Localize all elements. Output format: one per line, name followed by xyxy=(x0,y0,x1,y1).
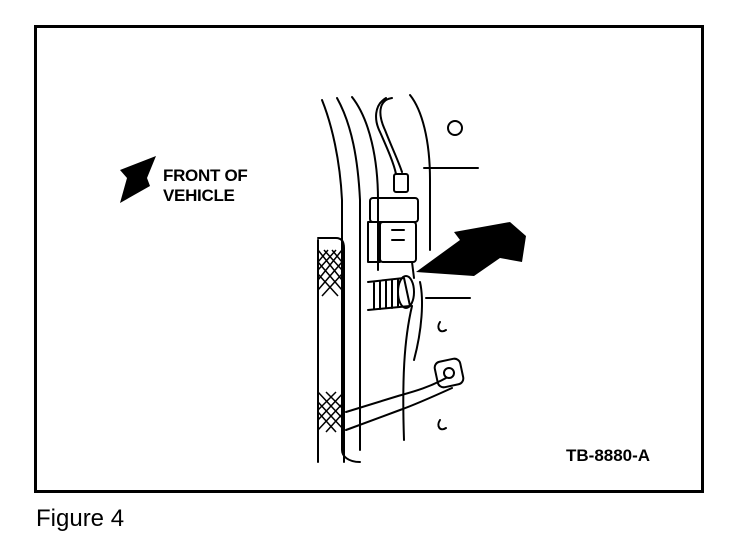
pointer-arrow-icon xyxy=(416,222,526,276)
reference-code: TB-8880-A xyxy=(566,446,651,465)
wiring-cable xyxy=(379,97,403,173)
front-of-vehicle-label: FRONT OF VEHICLE xyxy=(163,166,248,206)
figure-caption: Figure 4 xyxy=(36,505,125,532)
body-panel-inner-edge xyxy=(336,97,361,451)
electrical-connector xyxy=(393,173,409,193)
hatch-pattern-lower xyxy=(317,391,345,433)
hatch-pattern-upper xyxy=(317,249,343,297)
figure-frame xyxy=(34,25,704,493)
front-label-line2: VEHICLE xyxy=(163,186,235,205)
left-trim-panel xyxy=(317,237,345,463)
front-label-line1: FRONT OF xyxy=(163,166,248,185)
fastener-hole xyxy=(447,120,463,136)
mounting-bracket xyxy=(345,377,447,413)
body-panel-outer-edge xyxy=(321,99,361,463)
front-direction-arrow-icon xyxy=(120,156,156,203)
